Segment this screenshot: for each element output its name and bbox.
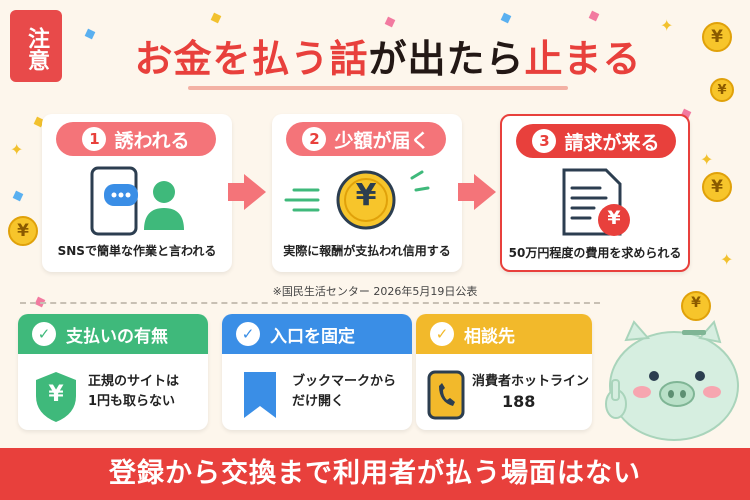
confetti	[500, 12, 512, 24]
smartphone-icon	[90, 166, 138, 236]
yen-symbol: ¥	[355, 178, 377, 213]
phone-user-illustration	[42, 164, 232, 236]
sparkle-icon: ✦	[660, 16, 674, 35]
piggy-bank-mascot: ¥	[596, 284, 746, 444]
sparkle-icon: ✦	[10, 140, 24, 159]
yen-coin-icon: ¥	[710, 78, 734, 102]
check-icon: ✓	[236, 322, 260, 346]
step-title: 少額が届く	[334, 129, 430, 152]
tip-text-line: 消費者ホットライン	[472, 374, 590, 389]
step-header: 2 少額が届く	[286, 122, 446, 156]
yen-coin-icon: ¥	[8, 216, 38, 246]
caution-tag: 注意	[10, 10, 62, 82]
arrow-right-icon	[244, 174, 266, 210]
step-caption: 50万円程度の費用を求められる	[508, 246, 682, 260]
sparkle-icon: ✦	[720, 250, 734, 269]
tip-text-line: 正規のサイトは	[88, 374, 180, 389]
user-icon	[144, 181, 184, 230]
step-card-small-payment: 2 少額が届く ¥ 実際に報酬が支払われ信用する	[272, 114, 462, 272]
shield-yen-icon: ¥	[32, 370, 80, 424]
tip-text: 消費者ホットライン 188	[472, 372, 589, 412]
tip-text-line: ブックマークから	[292, 374, 397, 389]
step-number: 1	[82, 127, 107, 151]
step-caption: 実際に報酬が支払われ信用する	[283, 244, 451, 258]
yen-symbol: ¥	[48, 382, 64, 407]
confetti	[12, 190, 24, 202]
step-number: 2	[302, 127, 327, 151]
tip-text-line: だけ開く	[292, 394, 345, 409]
yen-coin-icon: ¥	[702, 22, 732, 52]
check-icon: ✓	[430, 322, 454, 346]
invoice-illustration: ¥	[502, 166, 688, 238]
tip-text: 正規のサイトは 1円も取らない	[88, 372, 179, 412]
coin-illustration: ¥	[272, 164, 462, 236]
step-number: 3	[532, 129, 557, 153]
phone-icon	[426, 370, 466, 424]
divider	[20, 302, 600, 304]
bookmark-icon	[242, 370, 278, 424]
step-header: 1 誘われる	[56, 122, 216, 156]
step-caption: SNSで簡単な作業と言われる	[57, 244, 217, 258]
yen-symbol: ¥	[691, 295, 701, 311]
yen-coin-icon	[336, 170, 396, 230]
step-card-invoice: 3 請求が来る ¥ 50万円程度の費用を求められる	[500, 114, 690, 272]
arrow-stem	[458, 183, 474, 201]
step-title: 誘われる	[114, 129, 190, 152]
title-dark-part: が出たら	[368, 37, 525, 81]
step-header: 3 請求が来る	[516, 124, 676, 158]
arrow-stem	[228, 183, 244, 201]
arrow-right-icon	[474, 174, 496, 210]
source-note: ※国民生活センター 2026年5月19日公表	[272, 285, 478, 298]
tip-title: 相談先	[464, 326, 515, 347]
tip-text: ブックマークから だけ開く	[292, 372, 396, 412]
title-underline	[188, 86, 568, 90]
confetti	[210, 12, 222, 24]
tip-header: ✓ 入口を固定	[222, 314, 412, 354]
tip-card-entry: ✓ 入口を固定 ブックマークから だけ開く	[222, 314, 412, 430]
tip-title: 入口を固定	[270, 326, 355, 347]
title-red-part-2: 止まる	[524, 37, 642, 81]
tip-title: 支払いの有無	[66, 326, 168, 347]
tip-card-payment: ✓ 支払いの有無 ¥ 正規のサイトは 1円も取らない	[18, 314, 208, 430]
tip-card-consult: ✓ 相談先 消費者ホットライン 188	[416, 314, 592, 430]
title-red-part: お金を払う話	[134, 37, 369, 81]
bottom-banner: 登録から交換まで利用者が払う場面はない	[0, 448, 750, 500]
yen-symbol: ¥	[607, 207, 621, 229]
tip-text-line: 188	[502, 392, 536, 411]
step-card-invited: 1 誘われる SNSで簡単な作業と言われる	[42, 114, 232, 272]
confetti	[384, 16, 396, 28]
check-icon: ✓	[32, 322, 56, 346]
tip-text-line: 1円も取らない	[88, 394, 176, 409]
step-title: 請求が来る	[564, 131, 660, 154]
confetti	[588, 10, 600, 22]
yen-coin-icon: ¥	[702, 172, 732, 202]
tip-header: ✓ 支払いの有無	[18, 314, 208, 354]
tip-header: ✓ 相談先	[416, 314, 592, 354]
page-title: お金を払う話が出たら止まる	[78, 28, 698, 83]
sparkle-icon: ✦	[700, 150, 714, 169]
